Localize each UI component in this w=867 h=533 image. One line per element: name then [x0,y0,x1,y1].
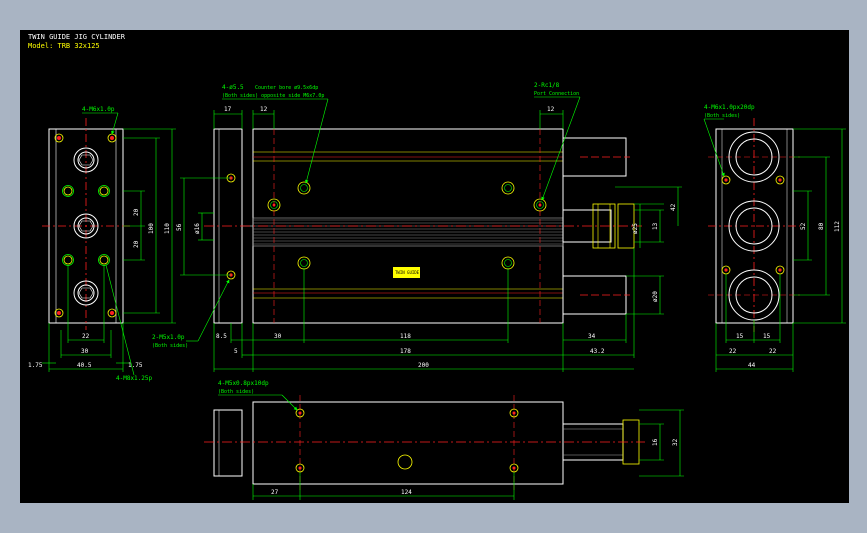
right-end-view: 4-M6x1.0px20dp (Both sides) 52 80 112 15… [703,104,846,372]
bottom-dim-27: 27 [271,489,279,496]
left-dim-1-75-right: 1.75 [128,362,143,369]
front-dim-178: 178 [400,348,411,355]
bottom-dim-124: 124 [401,489,412,496]
left-end-view: 4-M6x1.0p 4-M8x1.25p 22 30 40.5 1.75 1.7… [28,106,176,382]
bottom-dim-32: 32 [672,438,679,446]
drawing-canvas[interactable]: TWIN GUIDE JIG CYLINDER Model: TRB 32x12… [20,30,849,503]
front-dim-5: 5 [234,348,238,355]
bottom-top-view: 4-M5x0.8px10dp (Both sides) 16 32 27 124 [204,380,684,500]
front-callout-port-sub: Port Connection [534,91,579,97]
front-dim-34: 34 [588,333,596,340]
front-callout-counterbore: 4-ø5.5 [222,84,244,91]
bottom-callout-sub: (Both sides) [218,389,254,395]
right-dim-22-right: 22 [769,348,777,355]
right-dim-22-left: 22 [729,348,737,355]
front-callout-port: 2-Rc1/8 [534,82,560,89]
front-dim-12-left: 12 [260,106,268,113]
front-dim-200: 200 [418,362,429,369]
front-dim-118: 118 [400,333,411,340]
right-dim-15-right: 15 [763,333,771,340]
left-dim-1-75-left: 1.75 [28,362,43,369]
cad-drawing: TWIN GUIDE JIG CYLINDER Model: TRB 32x12… [28,33,846,500]
bottom-callout: 4-M5x0.8px10dp [218,380,269,387]
right-dim-80: 80 [818,222,825,230]
right-dim-15-left: 15 [736,333,744,340]
left-callout-top: 4-M6x1.0p [82,106,115,113]
front-dim-17: 17 [224,106,232,113]
left-dim-22: 22 [82,333,90,340]
front-dim-16: ø16 [194,223,201,234]
front-dim-13: 13 [652,222,659,230]
right-dim-44: 44 [748,362,756,369]
right-callout: 4-M6x1.0px20dp [704,104,755,111]
front-dim-43-2: 43.2 [590,348,605,355]
left-dim-30: 30 [81,348,89,355]
right-dim-52: 52 [800,222,807,230]
front-dim-42: 42 [670,203,677,211]
left-dim-40-5: 40.5 [77,362,92,369]
front-dim-8-5: 8.5 [216,333,227,340]
front-dim-30: 30 [274,333,282,340]
front-callout-counterbore-sub: (Both sides) opposite side M6x7.0p [222,93,324,99]
title-line1: TWIN GUIDE JIG CYLINDER [28,33,126,41]
left-dim-20-b: 20 [133,240,140,248]
right-dim-112: 112 [834,221,841,232]
left-callout-bottom: 4-M8x1.25p [116,375,153,382]
front-view: TWIN GUIDE 4-ø5.5 Counter bore ø9.5x6dp … [152,82,682,372]
left-dim-110: 110 [164,223,171,234]
front-dim-12-right: 12 [547,106,555,113]
front-label-plate: TWIN GUIDE [395,270,420,275]
right-callout-sub: (Both sides) [704,113,740,119]
front-dim-56: 56 [176,223,183,231]
front-callout-m5: 2-M5x1.0p [152,334,185,341]
front-callout-m5-sub: (Both sides) [152,343,188,349]
title-line2: Model: TRB 32x125 [28,42,100,50]
left-dim-100: 100 [148,223,155,234]
left-dim-20-a: 20 [133,208,140,216]
front-dim-25: ø25 [632,223,639,234]
bottom-dim-16: 16 [652,438,659,446]
front-callout-counterbore-note: Counter bore ø9.5x6dp [255,85,318,91]
front-dim-20: ø20 [652,291,659,302]
